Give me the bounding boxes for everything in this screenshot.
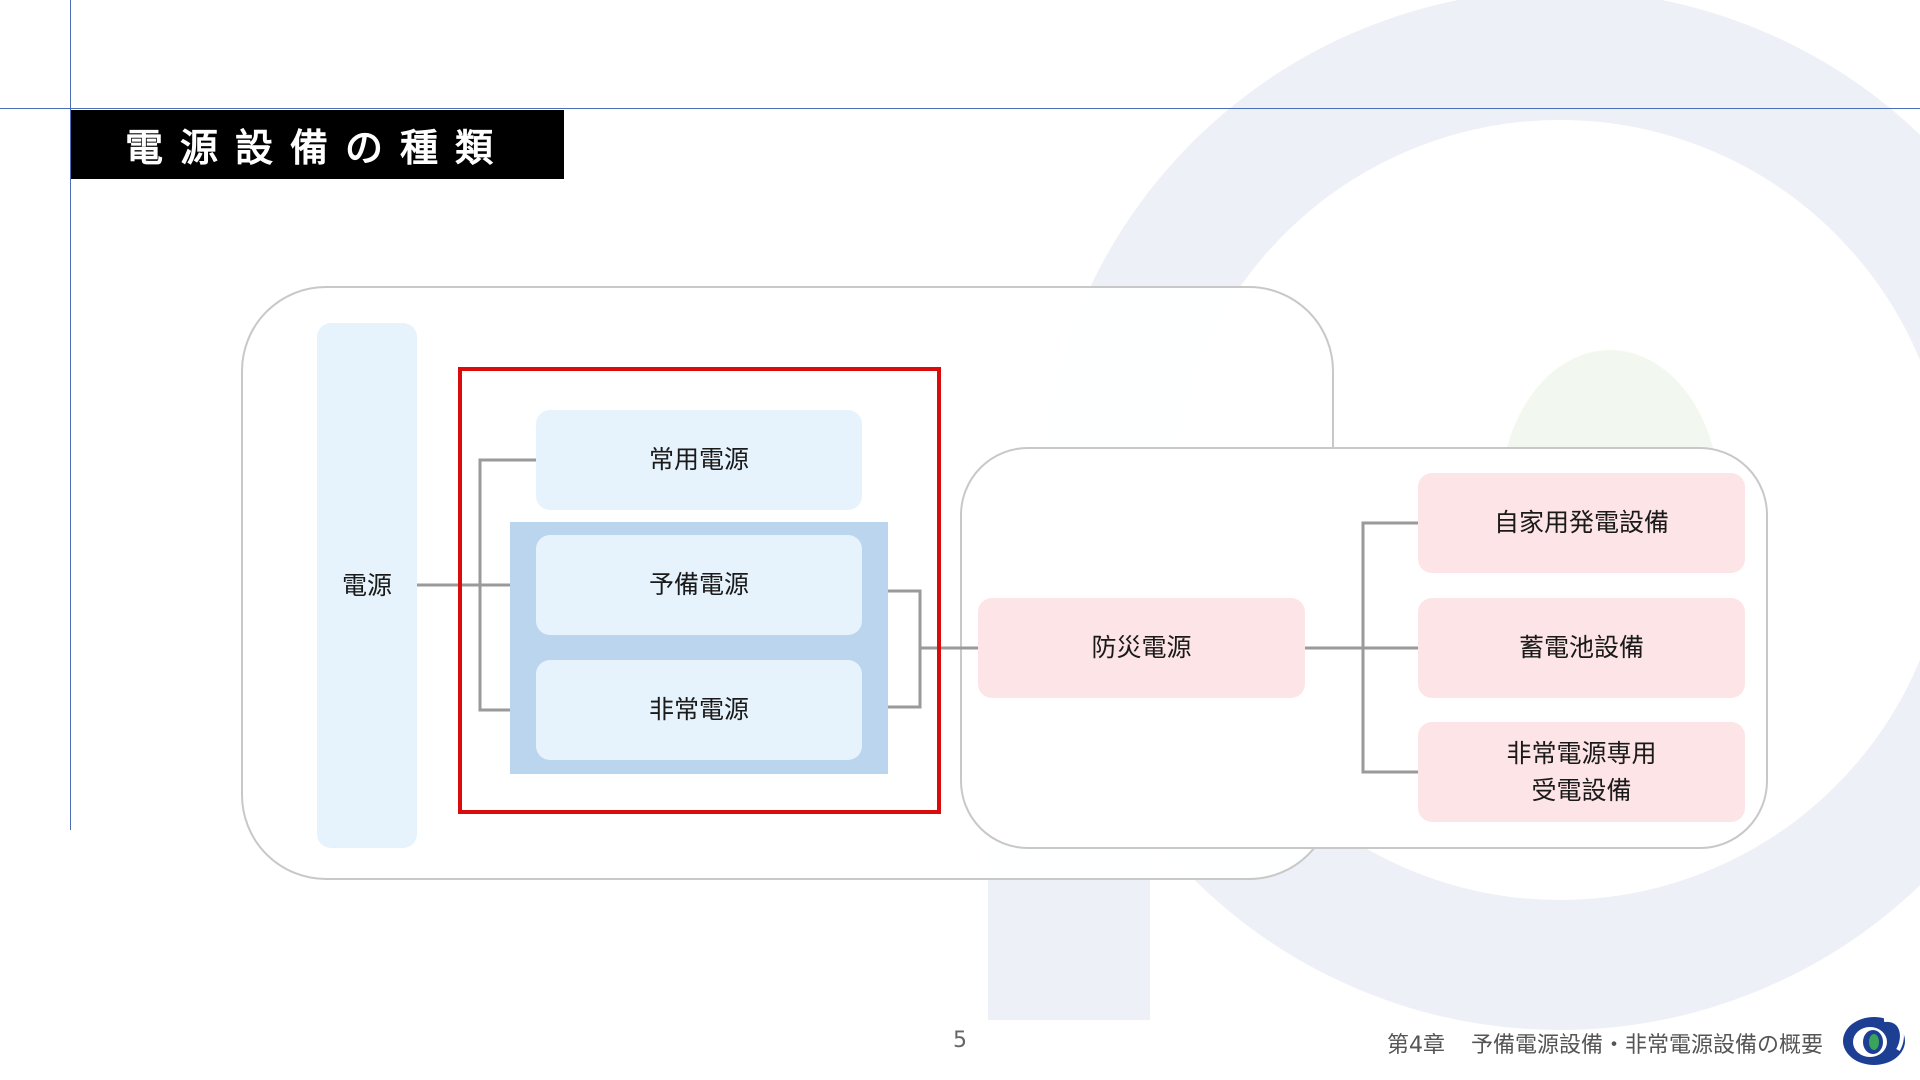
- chapter-label: 第4章: [1386, 1033, 1445, 1058]
- page-number: 5: [953, 1028, 967, 1053]
- left-guide-line: [70, 0, 71, 830]
- header-guide-line: [0, 108, 1920, 109]
- organization-logo-icon: [1843, 1017, 1905, 1065]
- node-dedicated-receiving-line1: 非常電源専用: [1506, 738, 1657, 768]
- node-backup-power: 予備電源: [536, 535, 862, 635]
- node-emergency-power: 非常電源: [536, 660, 862, 760]
- node-regular-power-label: 常用電源: [648, 445, 749, 475]
- node-disaster-power: 防災電源: [978, 598, 1305, 698]
- node-private-generator: 自家用発電設備: [1418, 473, 1745, 573]
- node-backup-power-label: 予備電源: [648, 570, 749, 600]
- node-power: 電源: [317, 323, 417, 848]
- title-bar: 電源設備の種類: [71, 110, 564, 179]
- node-power-label: 電源: [341, 570, 392, 600]
- page-title: 電源設備の種類: [125, 126, 511, 170]
- highlight-frame: [458, 367, 941, 814]
- node-storage-battery: 蓄電池設備: [1418, 598, 1745, 698]
- node-storage-battery-label: 蓄電池設備: [1518, 633, 1644, 663]
- node-dedicated-receiving-line2: 受電設備: [1531, 776, 1632, 805]
- footer-chapter: 第4章予備電源設備・非常電源設備の概要: [1387, 1027, 1823, 1059]
- node-emergency-power-label: 非常電源: [648, 695, 749, 725]
- node-dedicated-receiving: 非常電源専用 受電設備: [1418, 722, 1745, 822]
- node-regular-power: 常用電源: [536, 410, 862, 510]
- node-private-generator-label: 自家用発電設備: [1493, 508, 1669, 538]
- node-disaster-power-label: 防災電源: [1091, 633, 1192, 663]
- chapter-title: 予備電源設備・非常電源設備の概要: [1470, 1033, 1823, 1058]
